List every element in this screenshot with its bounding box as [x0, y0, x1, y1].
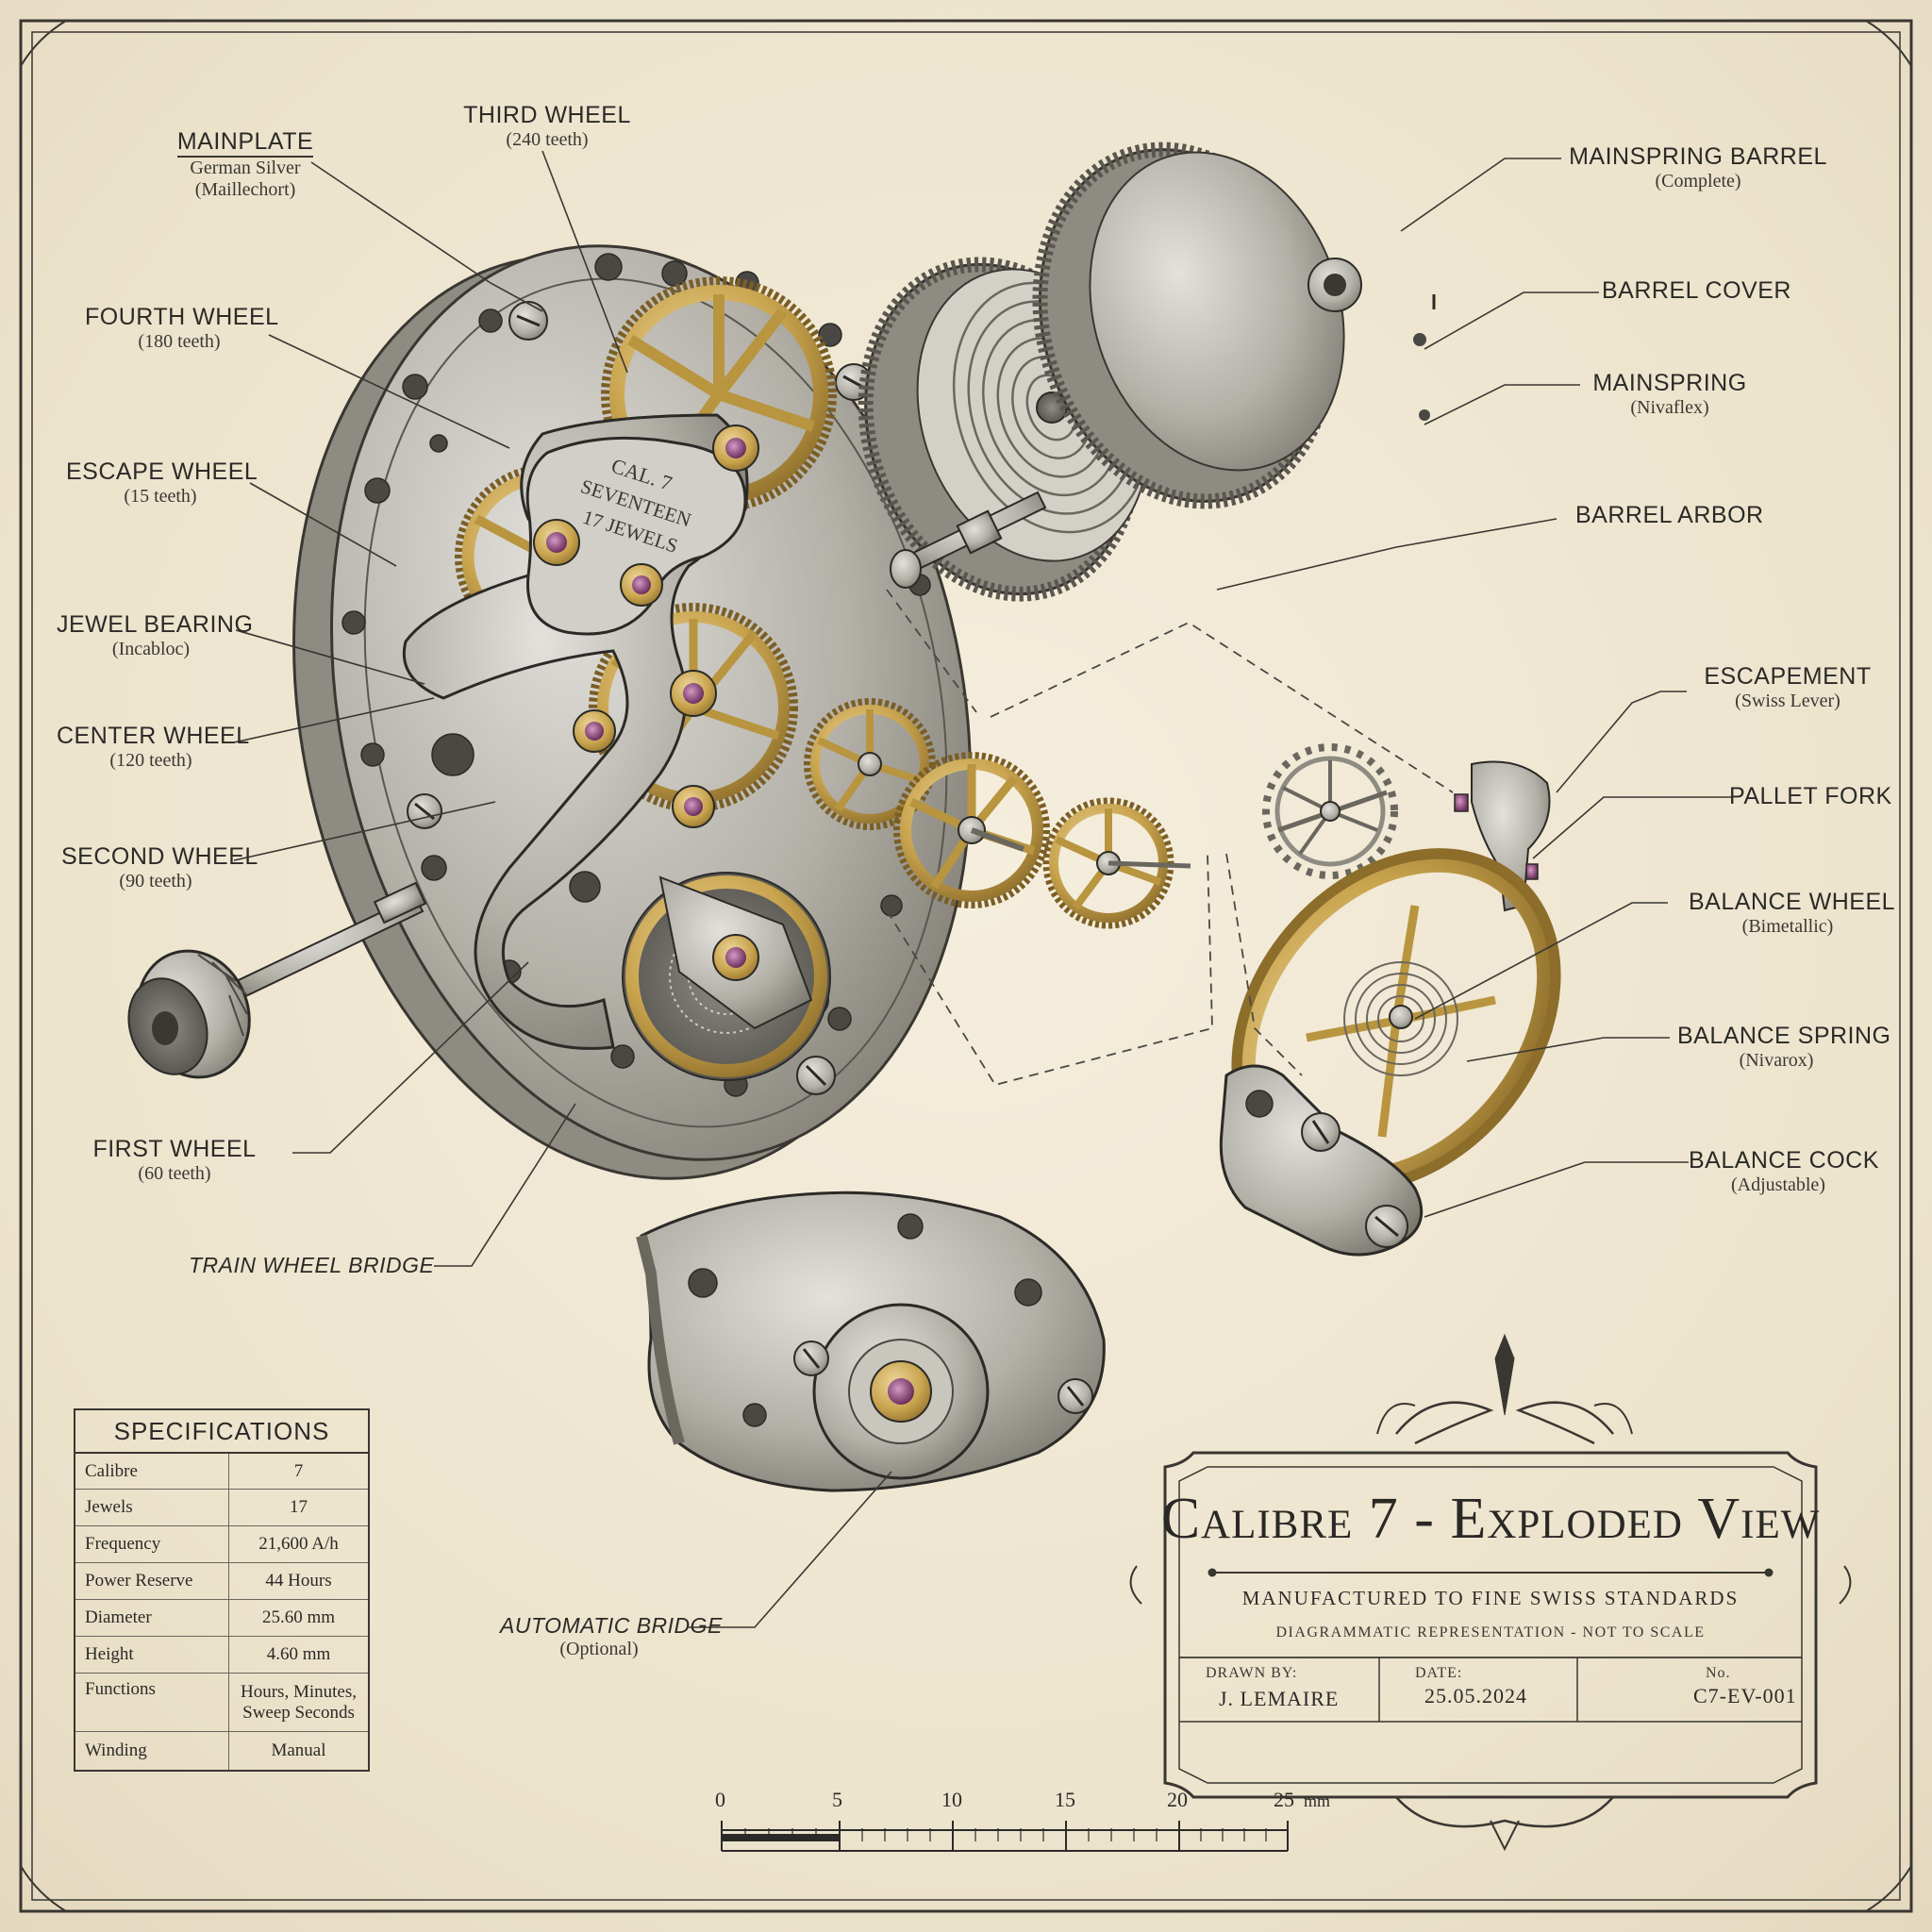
- pallet-fork-part: [1454, 760, 1551, 912]
- leader-lines: [233, 150, 1731, 1628]
- scale-tick-20: 20: [1167, 1788, 1188, 1811]
- scale-tick-5: 5: [832, 1788, 842, 1811]
- label-mainspring: MAINSPRING (Nivaflex): [1592, 370, 1747, 418]
- scale-tick-10: 10: [941, 1788, 962, 1811]
- label-fourth-wheel: FOURTH WHEEL (180 teeth): [85, 304, 279, 352]
- label-second-wheel: SECOND WHEEL (90 teeth): [61, 843, 258, 891]
- diagram-note: DIAGRAMMATIC REPRESENTATION - NOT TO SCA…: [1275, 1624, 1706, 1641]
- label-escapement: ESCAPEMENT (Swiss Lever): [1704, 663, 1872, 711]
- page-border: [19, 19, 1913, 1913]
- spec-row-frequency: Frequency 21,600 A/h: [75, 1526, 368, 1563]
- scale-tick-0: 0: [715, 1788, 725, 1811]
- exploded-gear-train: [804, 698, 1561, 1257]
- diagram-title: Calibre 7 - Exploded View: [1160, 1487, 1821, 1551]
- label-mainspring-barrel: MAINSPRING BARREL (Complete): [1569, 143, 1827, 192]
- label-pallet-fork: PALLET FORK: [1729, 783, 1892, 809]
- crown-and-stem: [127, 881, 427, 1079]
- label-escape-wheel: ESCAPE WHEEL (15 teeth): [66, 458, 258, 507]
- scale-unit: mm: [1304, 1791, 1331, 1810]
- drawn-by-value: J. LEMAIRE: [1219, 1687, 1340, 1710]
- escape-wheel-part: [1262, 743, 1398, 879]
- spec-row-diameter: Diameter 25.60 mm: [75, 1600, 368, 1637]
- spec-row-jewels: Jewels 17: [75, 1490, 368, 1526]
- scale-tick-15: 15: [1055, 1788, 1075, 1811]
- label-first-wheel: FIRST WHEEL (60 teeth): [92, 1136, 257, 1184]
- diagram-subtitle: MANUFACTURED TO FINE SWISS STANDARDS: [1241, 1587, 1740, 1609]
- title-cartouche: [1129, 1333, 1852, 1852]
- date-label: DATE:: [1415, 1665, 1463, 1681]
- barrel-assembly: [858, 142, 1436, 602]
- spec-row-winding: Winding Manual: [75, 1732, 368, 1770]
- label-balance-spring: BALANCE SPRING (Nivarox): [1677, 1023, 1891, 1071]
- main-movement: CAL. 7 SEVENTEEN 17 JEWELS: [127, 244, 972, 1180]
- specifications-table: SPECIFICATIONS Calibre 7 Jewels 17 Frequ…: [74, 1408, 370, 1772]
- label-balance-cock: BALANCE COCK (Adjustable): [1689, 1147, 1879, 1195]
- assembly-guides: [886, 589, 1454, 1087]
- cal7-bridge-plate: CAL. 7 SEVENTEEN 17 JEWELS: [525, 425, 759, 828]
- spec-row-functions: Functions Hours, Minutes, Sweep Seconds: [75, 1674, 368, 1732]
- label-third-wheel: THIRD WHEEL (240 teeth): [463, 102, 631, 150]
- label-train-wheel-bridge: TRAIN WHEEL BRIDGE: [189, 1253, 435, 1277]
- spec-row-power-reserve: Power Reserve 44 Hours: [75, 1563, 368, 1600]
- label-barrel-cover: BARREL COVER: [1602, 277, 1791, 304]
- scale-bar: [721, 1821, 1289, 1852]
- movement-balance: [622, 872, 831, 1081]
- number-value: C7-EV-001: [1693, 1684, 1797, 1707]
- label-center-wheel: CENTER WHEEL (120 teeth): [57, 723, 250, 771]
- specifications-title: SPECIFICATIONS: [75, 1410, 368, 1454]
- balance-cock-part: [1219, 1064, 1424, 1257]
- label-automatic-bridge: AUTOMATIC BRIDGE (Optional): [500, 1613, 723, 1659]
- label-jewel-bearing: JEWEL BEARING (Incabloc): [57, 611, 254, 659]
- spec-row-height: Height 4.60 mm: [75, 1637, 368, 1674]
- label-barrel-arbor: BARREL ARBOR: [1575, 502, 1764, 528]
- barrel-arbor-part: [890, 491, 1047, 589]
- scale-tick-25: 25: [1274, 1788, 1294, 1811]
- label-mainplate: MAINPLATE German Silver (Maillechort): [176, 128, 314, 200]
- automatic-bridge-part: [636, 1191, 1106, 1492]
- spec-row-calibre: Calibre 7: [75, 1454, 368, 1490]
- drawn-by-label: DRAWN BY:: [1206, 1665, 1298, 1681]
- label-balance-wheel: BALANCE WHEEL (Bimetallic): [1689, 889, 1896, 937]
- number-label: No.: [1706, 1665, 1731, 1681]
- date-value: 25.05.2024: [1424, 1684, 1527, 1707]
